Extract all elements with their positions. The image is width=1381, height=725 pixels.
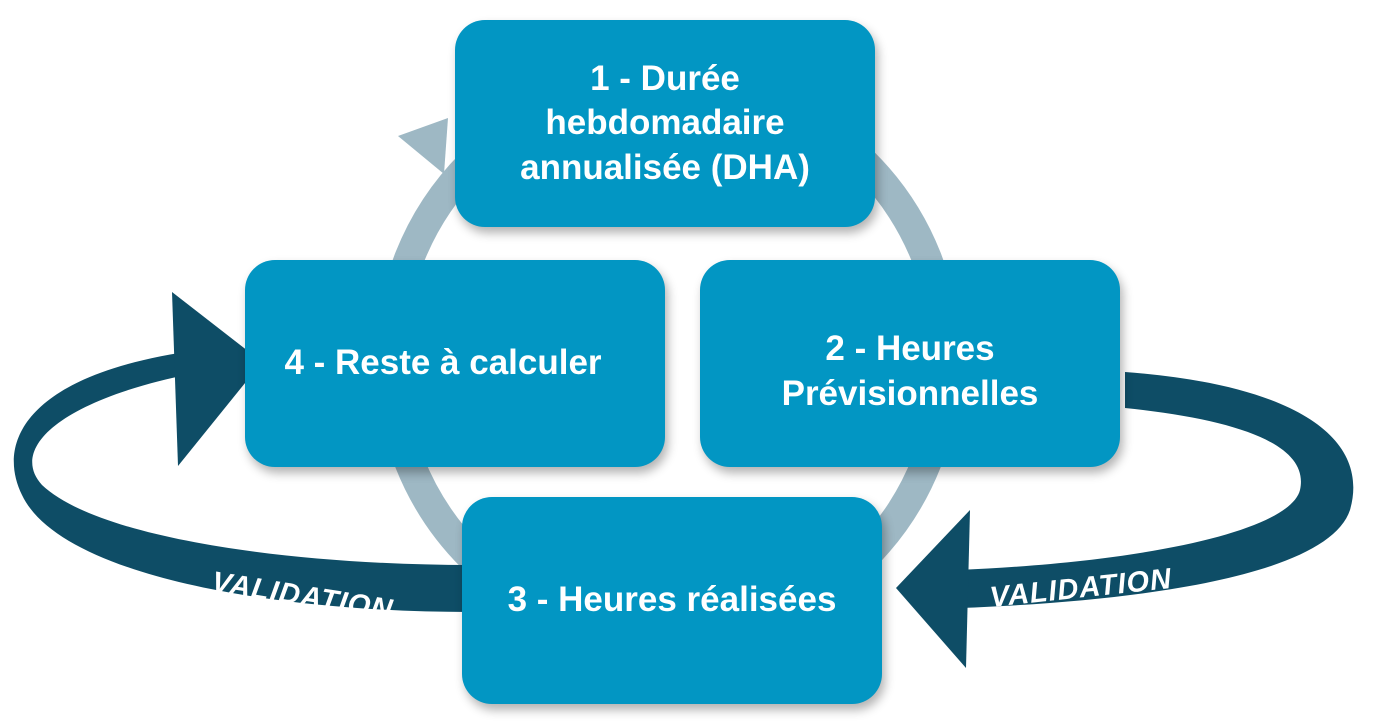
validation-arrow-left-band — [13, 350, 470, 612]
step-box-4: 4 - Reste à calculer — [245, 260, 665, 467]
validation-arrowhead-left-icon — [172, 292, 262, 466]
step-box-2: 2 - Heures Prévisionnelles — [700, 260, 1120, 467]
step-box-1: 1 - Durée hebdomadaire annualisée (DHA) — [455, 20, 875, 227]
step-1-label: 1 - Durée hebdomadaire annualisée (DHA) — [520, 58, 810, 187]
step-box-3: 3 - Heures réalisées — [462, 497, 882, 704]
step-3-label: 3 - Heures réalisées — [507, 580, 837, 620]
ring-arrowhead-icon — [398, 118, 448, 174]
step-4-label: 4 - Reste à calculer — [284, 343, 602, 383]
validation-arrow-right-band — [958, 372, 1354, 608]
validation-arrowhead-right-icon — [896, 510, 970, 668]
step-2-label: 2 - Heures Prévisionnelles — [781, 329, 1039, 413]
